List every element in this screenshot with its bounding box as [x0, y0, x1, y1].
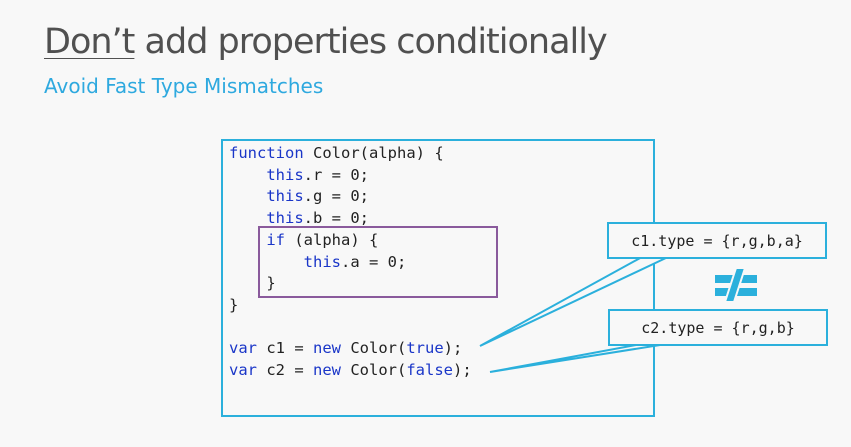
slide-subtitle: Avoid Fast Type Mismatches — [44, 74, 324, 98]
code-token: Color( — [341, 339, 407, 358]
code-keyword: false — [406, 361, 453, 379]
code-token: .a = 0; — [340, 252, 407, 271]
code-keyword: true — [406, 339, 444, 358]
code-line: var c2 = new Color(false); — [229, 360, 472, 381]
code-keyword: new — [313, 339, 341, 358]
code-token: .b = 0; — [303, 209, 369, 228]
code-panel — [221, 139, 655, 417]
callout-pointer-c2 — [489, 344, 661, 373]
code-keyword: this — [266, 187, 304, 206]
slide-title-rest: add properties conditionally — [134, 22, 608, 62]
code-keyword: this — [303, 252, 341, 271]
code-keyword: function — [229, 144, 313, 162]
code-keyword: var — [229, 339, 257, 358]
code-line: this.r = 0; — [229, 165, 369, 186]
conditional-highlight-box — [258, 226, 498, 298]
code-token: .g = 0; — [303, 187, 369, 206]
code-line: function Color(alpha) { — [229, 143, 444, 164]
code-token: Color(alpha) { — [313, 144, 444, 162]
code-token: Color( — [341, 361, 407, 379]
code-token: } — [229, 295, 239, 314]
code-token: } — [229, 274, 276, 293]
callout-c2-type: c2.type = {r,g,b} — [608, 309, 828, 346]
code-keyword: this — [266, 209, 304, 228]
slide-title-emphasis: Don’t — [44, 22, 135, 62]
code-token: .r = 0; — [303, 165, 369, 184]
code-line: if (alpha) { — [229, 230, 378, 251]
code-token: c1 = — [257, 339, 313, 358]
code-line: var c1 = new Color(true); — [229, 338, 462, 359]
code-keyword: this — [266, 165, 304, 184]
slide-title: Don’t add properties conditionally — [44, 22, 608, 62]
callout-c1-type: c1.type = {r,g,b,a} — [607, 222, 827, 259]
code-line: this.g = 0; — [229, 186, 369, 207]
not-equal-icon — [715, 267, 757, 303]
code-token: c2 = — [257, 361, 313, 379]
code-token: ); — [443, 339, 463, 358]
code-line: this.a = 0; — [229, 252, 407, 273]
code-keyword: if — [266, 230, 285, 249]
code-line: this.b = 0; — [229, 208, 369, 229]
code-keyword: new — [313, 361, 341, 379]
code-token: ); — [453, 361, 472, 379]
code-keyword: var — [229, 361, 257, 379]
code-token: (alpha) { — [285, 230, 379, 249]
code-line: } — [229, 273, 276, 294]
code-line: } — [229, 295, 238, 316]
